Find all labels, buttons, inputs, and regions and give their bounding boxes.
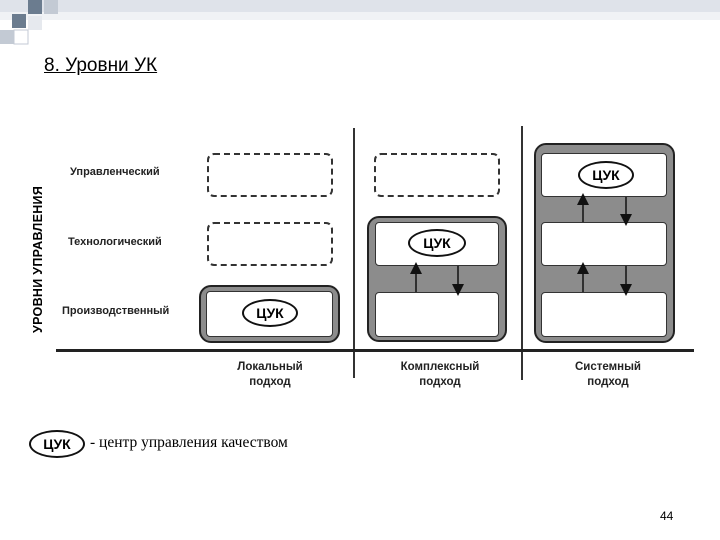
cuk-node: ЦУК bbox=[242, 299, 298, 327]
legend-cuk-symbol: ЦУК bbox=[29, 430, 85, 458]
cuk-node: ЦУК bbox=[408, 229, 466, 257]
page-number: 44 bbox=[660, 509, 674, 523]
production-level-box bbox=[541, 292, 667, 337]
approach-label-line1: Комплексный bbox=[400, 361, 480, 373]
approach-label-line2: подход bbox=[419, 376, 461, 388]
approach-label-line1: Локальный bbox=[237, 361, 303, 373]
slide-title: 8. Уровни УК bbox=[44, 55, 158, 76]
diagram-baseline bbox=[56, 349, 694, 352]
empty-level-box bbox=[207, 153, 333, 197]
corner-decoration bbox=[0, 0, 720, 45]
cuk-node: ЦУК bbox=[578, 161, 634, 189]
level-label-technological: Технологический bbox=[68, 236, 162, 248]
approach-label-local: Локальный подход bbox=[215, 360, 325, 390]
approach-label-line1: Системный bbox=[575, 361, 641, 373]
level-label-management: Управленческий bbox=[70, 166, 160, 178]
approach-label-complex: Комплексный подход bbox=[380, 360, 500, 390]
empty-level-box bbox=[374, 153, 500, 197]
production-level-box bbox=[375, 292, 499, 337]
column-divider-2 bbox=[521, 126, 523, 380]
approach-label-system: Системный подход bbox=[548, 360, 668, 390]
approach-label-line2: подход bbox=[587, 376, 629, 388]
level-label-production: Производственный bbox=[62, 305, 170, 317]
approach-label-line2: подход bbox=[249, 376, 291, 388]
column-divider-1 bbox=[353, 128, 355, 378]
technological-level-box bbox=[541, 222, 667, 266]
legend-text: - центр управления качеством bbox=[90, 434, 288, 451]
empty-level-box bbox=[207, 222, 333, 266]
